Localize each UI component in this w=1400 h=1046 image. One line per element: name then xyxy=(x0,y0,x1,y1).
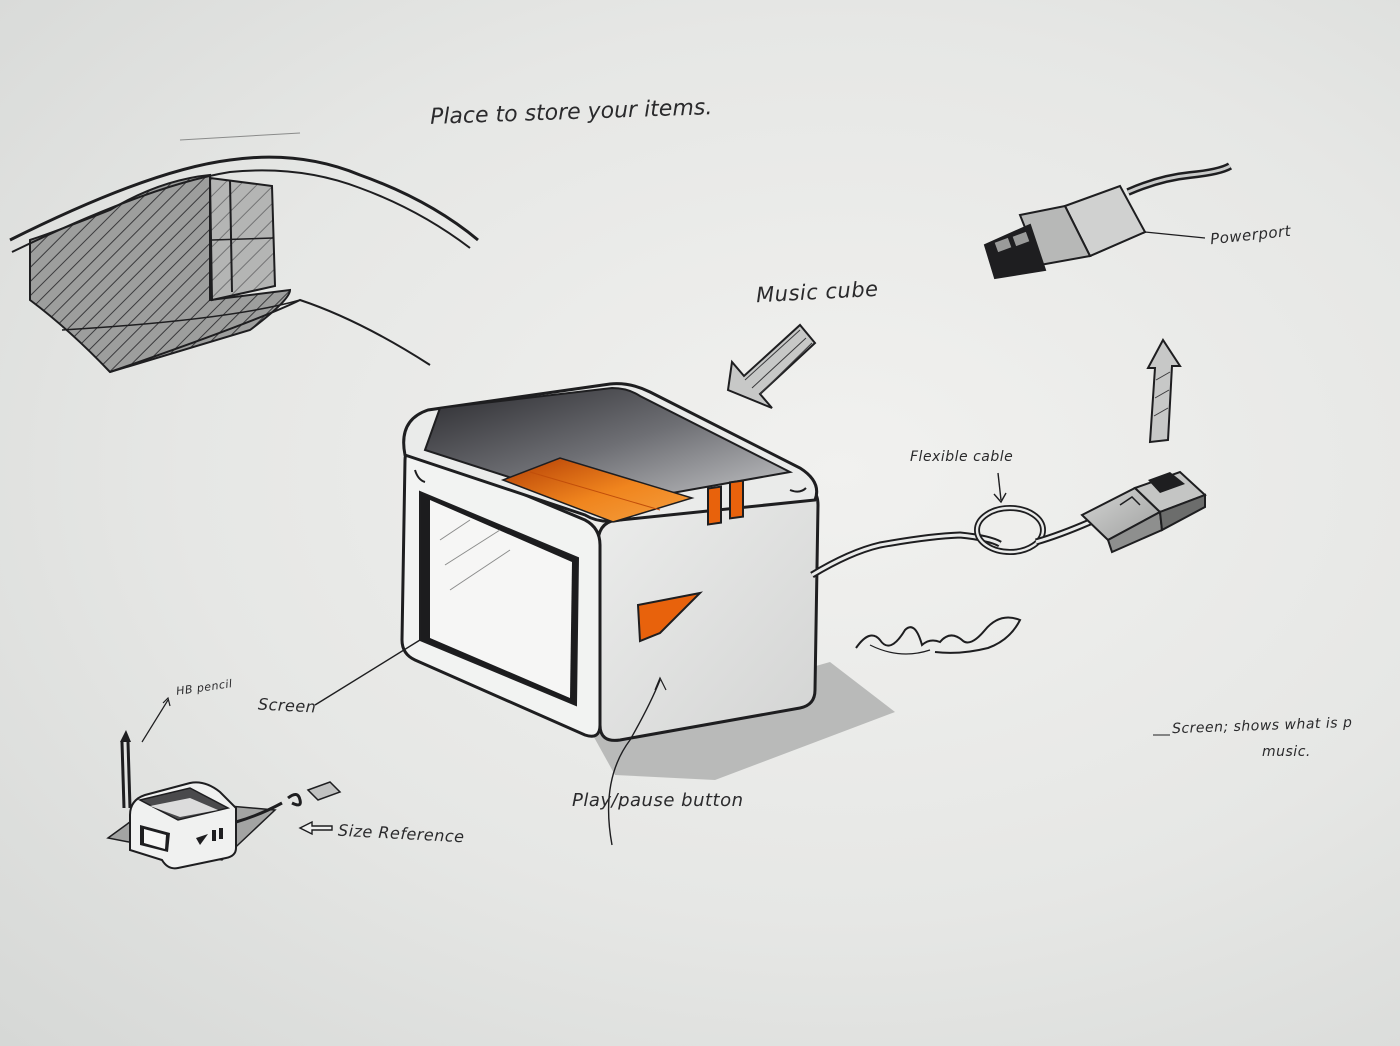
size-reference-sketch xyxy=(106,696,342,870)
flexible-cable-label: Flexible cable xyxy=(910,449,1014,465)
flexible-cable-sketch xyxy=(810,472,1092,578)
cube-shadow xyxy=(590,662,895,780)
power-port-sketch xyxy=(983,162,1233,280)
screen-label: Screen xyxy=(257,694,317,717)
music-cube-sketch xyxy=(400,382,820,742)
play-pause-button xyxy=(636,479,744,643)
signature-sketch xyxy=(855,616,1022,655)
pointer-arrow-music-cube xyxy=(726,323,817,409)
screen-note-line2: music. xyxy=(1262,744,1311,760)
pause-bar-right xyxy=(729,479,744,520)
play-pause-label: Play/pause button xyxy=(572,790,744,811)
up-arrow xyxy=(1146,338,1182,444)
play-icon xyxy=(636,591,704,643)
storage-detail-sketch xyxy=(9,132,479,374)
usb-plug-sketch xyxy=(1080,470,1207,554)
pause-bar-left xyxy=(707,485,722,526)
